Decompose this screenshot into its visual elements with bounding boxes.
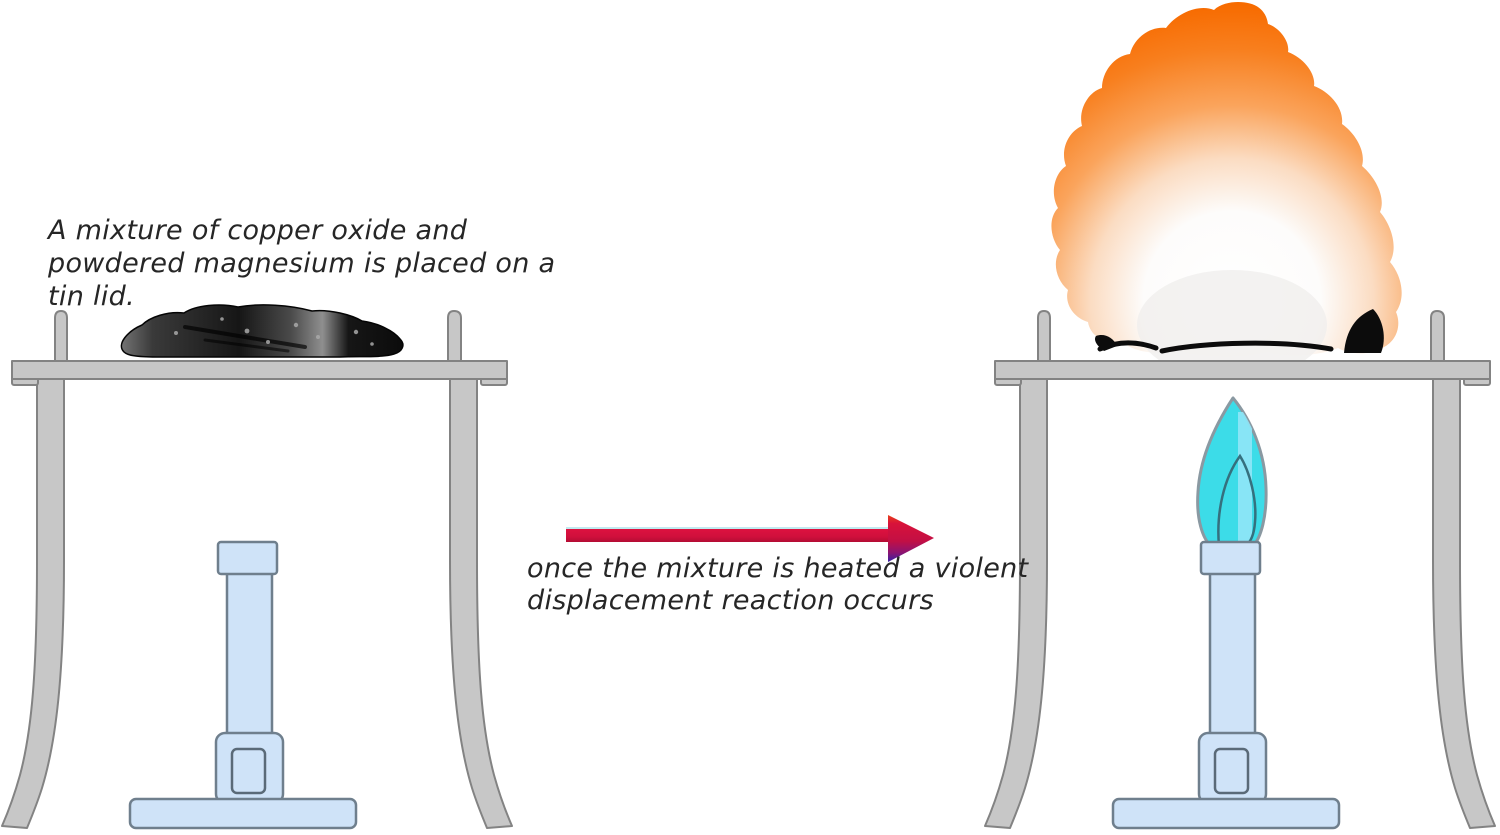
caption-line: powdered magnesium is placed on a <box>48 248 556 279</box>
mixture-speckles <box>174 317 374 346</box>
bunsen-flame-highlight <box>1238 412 1252 546</box>
bunsen-flame-inner-cone <box>1217 453 1257 548</box>
caption-line: A mixture of copper oxide and <box>48 215 468 246</box>
bunsen-burner-left <box>128 540 358 830</box>
bunsen-burner-right <box>1111 540 1341 830</box>
tin-lid <box>1094 309 1384 354</box>
caption-line: displacement reaction occurs <box>527 585 934 616</box>
caption-reaction-occurs: once the mixture is heated a violent dis… <box>527 553 1028 617</box>
caption-line: once the mixture is heated a violent <box>527 553 1029 584</box>
flame-core-glow <box>1137 270 1327 380</box>
reaction-flame <box>1051 2 1402 358</box>
mixture-on-tin-lid <box>120 304 404 358</box>
apparatus-after <box>984 2 1496 830</box>
arrow-right-icon <box>566 515 934 562</box>
bunsen-flame <box>1196 396 1268 548</box>
caption-line: tin lid. <box>48 281 135 312</box>
caption-mixture-placed: A mixture of copper oxide and powdered m… <box>48 214 555 313</box>
apparatus-before <box>1 304 513 830</box>
